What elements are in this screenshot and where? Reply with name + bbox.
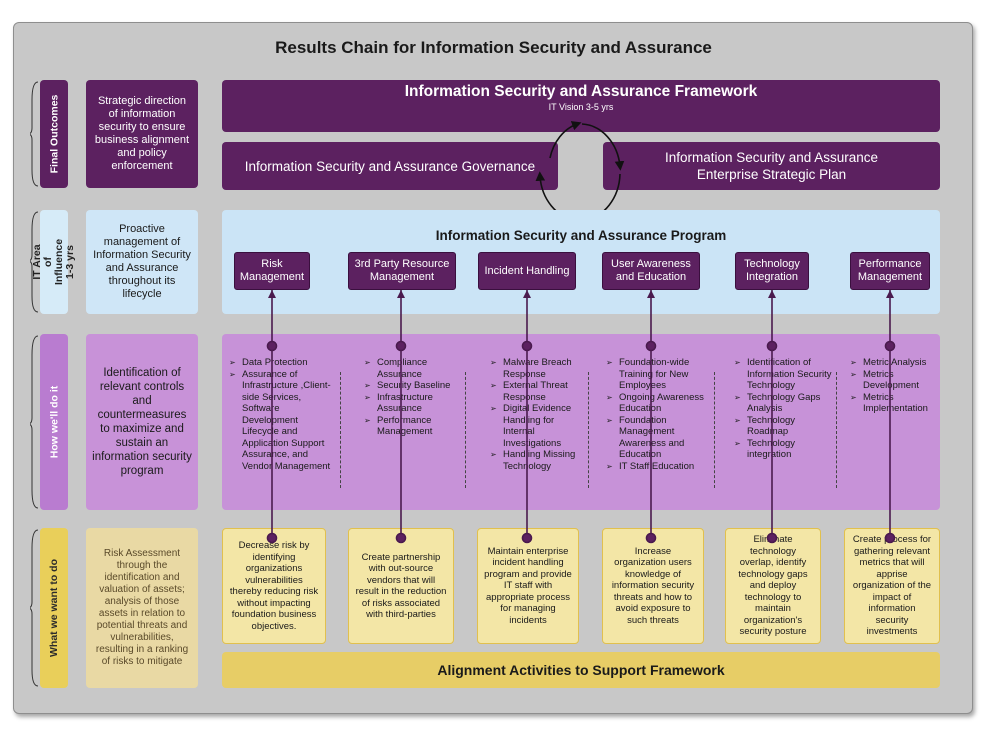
program-performance-management: Performance Management bbox=[850, 252, 930, 290]
list-item: Infrastructure Assurance bbox=[364, 392, 460, 415]
how-column-incident: Malware Breach Response External Threat … bbox=[490, 357, 584, 472]
final-outcomes-description: Strategic direction of information secur… bbox=[86, 80, 198, 188]
how-description: Identification of relevant controls and … bbox=[86, 334, 198, 510]
program-risk-management: Risk Management bbox=[234, 252, 310, 290]
row-label-final-outcomes: Final Outcomes bbox=[40, 80, 68, 188]
list-item: Identification of Information Security T… bbox=[734, 357, 832, 392]
governance-box: Information Security and Assurance Gover… bbox=[222, 142, 558, 190]
list-item: Digital Evidence Handling for Internal I… bbox=[490, 403, 584, 449]
framework-title: Information Security and Assurance Frame… bbox=[404, 83, 758, 100]
program-title: Information Security and Assurance Progr… bbox=[435, 228, 727, 243]
row-label-how: How we'll do it bbox=[40, 334, 68, 510]
list-item: Performance Management bbox=[364, 415, 460, 438]
list-item: IT Staff Education bbox=[606, 461, 712, 473]
list-item: Data Protection bbox=[229, 357, 337, 369]
how-column-awareness: Foundation-wide Training for New Employe… bbox=[606, 357, 712, 472]
what-card-technology: Eliminate technology overlap, identify t… bbox=[725, 528, 821, 644]
strategic-plan-box: Information Security and Assurance Enter… bbox=[603, 142, 940, 190]
it-area-description: Proactive management of Information Secu… bbox=[86, 210, 198, 314]
list-item: Assurance of Infrastructure ,Client-side… bbox=[229, 369, 337, 473]
how-column-risk: Data Protection Assurance of Infrastruct… bbox=[229, 357, 337, 472]
row-braces bbox=[30, 81, 39, 687]
row-label-what: What we want to do bbox=[40, 528, 68, 688]
program-box: Information Security and Assurance Progr… bbox=[222, 210, 940, 314]
program-incident-handling: Incident Handling bbox=[478, 252, 576, 290]
list-item: Technology Gaps Analysis bbox=[734, 392, 832, 415]
divider bbox=[588, 372, 589, 488]
list-item: Foundation-wide Training for New Employe… bbox=[606, 357, 712, 392]
divider bbox=[714, 372, 715, 488]
vision-label: IT Vision 3-5 yrs bbox=[548, 102, 614, 112]
list-item: Ongoing Awareness Education bbox=[606, 392, 712, 415]
what-card-performance: Create process for gathering relevant me… bbox=[844, 528, 940, 644]
what-card-risk: Decrease risk by identifying organizatio… bbox=[222, 528, 326, 644]
divider bbox=[836, 372, 837, 488]
list-item: External Threat Response bbox=[490, 380, 584, 403]
what-card-incident: Maintain enterprise incident handling pr… bbox=[477, 528, 579, 644]
list-item: Foundation Management Awareness and Educ… bbox=[606, 415, 712, 461]
divider bbox=[465, 372, 466, 488]
alignment-bar: Alignment Activities to Support Framewor… bbox=[222, 652, 940, 688]
row-label-it-area: IT Area of Influence 1-3 yrs bbox=[31, 210, 76, 314]
list-item: Compliance Assurance bbox=[364, 357, 460, 380]
how-column-performance: Metric Analysis Metrics Development Metr… bbox=[850, 357, 936, 415]
diagram-title: Results Chain for Information Security a… bbox=[275, 38, 712, 57]
what-card-awareness: Increase organization users knowledge of… bbox=[602, 528, 704, 644]
program-third-party: 3rd Party Resource Management bbox=[348, 252, 456, 290]
list-item: Technology Roadmap bbox=[734, 415, 832, 438]
what-card-third-party: Create partnership with out-source vendo… bbox=[348, 528, 454, 644]
list-item: Metrics Development bbox=[850, 369, 936, 392]
list-item: Metrics Implementation bbox=[850, 392, 936, 415]
list-item: Malware Breach Response bbox=[490, 357, 584, 380]
how-column-third-party: Compliance Assurance Security Baseline I… bbox=[364, 357, 460, 438]
list-item: Handling Missing Technology bbox=[490, 449, 584, 472]
how-column-technology: Identification of Information Security T… bbox=[734, 357, 832, 461]
divider bbox=[340, 372, 341, 488]
program-technology-integration: Technology Integration bbox=[735, 252, 809, 290]
program-user-awareness: User Awareness and Education bbox=[602, 252, 700, 290]
what-description: Risk Assessment through the identificati… bbox=[86, 528, 198, 688]
list-item: Technology integration bbox=[734, 438, 832, 461]
list-item: Metric Analysis bbox=[850, 357, 936, 369]
list-item: Security Baseline bbox=[364, 380, 460, 392]
